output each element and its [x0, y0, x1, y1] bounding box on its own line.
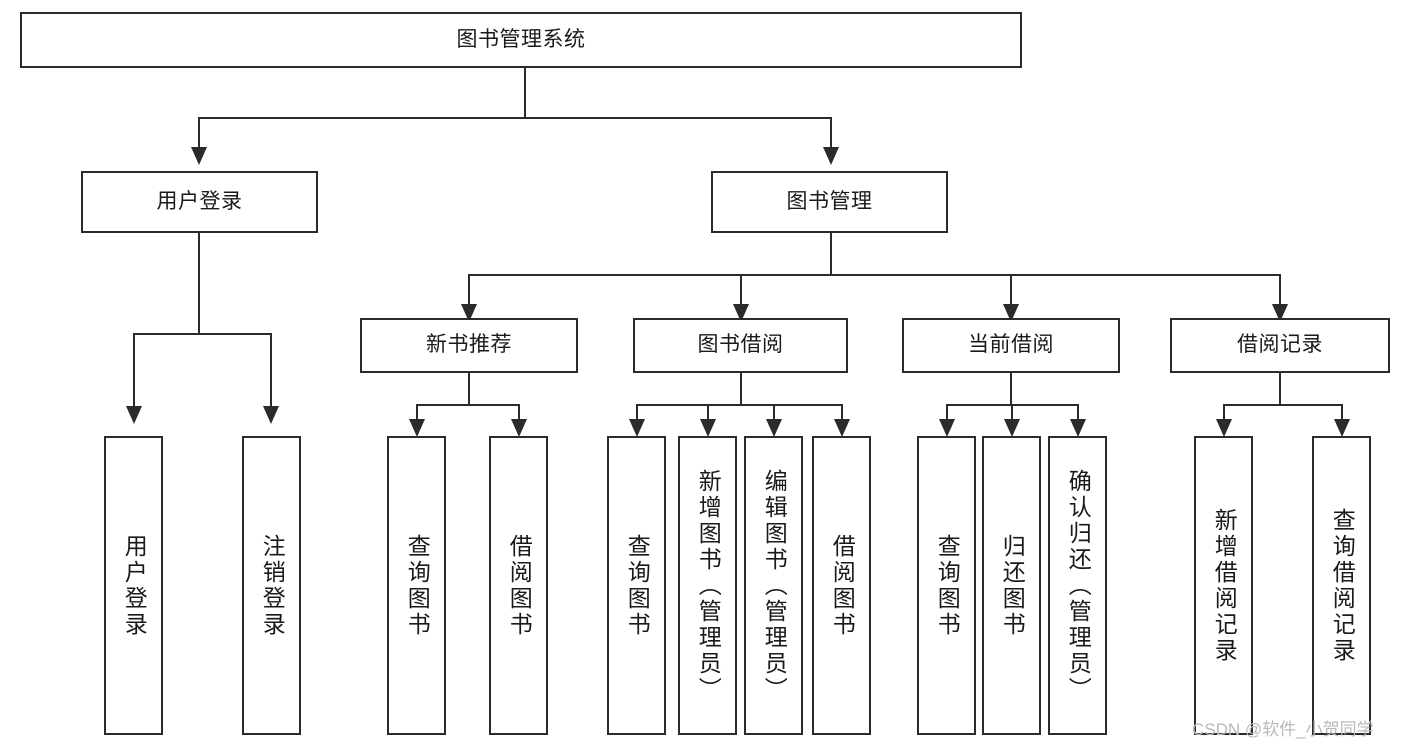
node-label: 新增借阅记录: [1211, 507, 1238, 664]
edge-bb-stem: [740, 373, 742, 405]
node-label: 借阅图书: [829, 533, 856, 638]
node-label: 查询图书: [404, 533, 431, 638]
arrow-to-leaf-add-book: [700, 419, 716, 437]
edge-bb-drop-2: [707, 404, 709, 426]
edge-br-bus: [1223, 404, 1342, 406]
edge-cb-drop-1: [946, 404, 948, 426]
node-label: 新增图书（管理员）: [695, 468, 722, 703]
edge-bm-drop-1: [468, 274, 470, 304]
arrow-to-leaf-edit-book: [766, 419, 782, 437]
arrow-to-leaf-borrow-book-2: [834, 419, 850, 437]
edge-bb-bus: [636, 404, 842, 406]
node-label: 图书管理系统: [456, 27, 586, 51]
arrow-to-leaf-confirm-return: [1070, 419, 1086, 437]
edge-bb-drop-3: [773, 404, 775, 426]
node-user-login[interactable]: 用户登录: [81, 171, 318, 233]
edge-nbr-bus: [416, 404, 520, 406]
node-label: 归还图书: [999, 533, 1026, 638]
edge-book-manage-bus: [468, 274, 1280, 276]
arrow-to-book-manage: [823, 147, 839, 165]
edge-br-stem: [1279, 373, 1281, 405]
arrow-to-leaf-user-login: [126, 406, 142, 424]
node-book-borrow[interactable]: 图书借阅: [633, 318, 848, 373]
edge-bm-drop-3: [1010, 274, 1012, 304]
edge-bb-drop-1: [636, 404, 638, 426]
leaf-query-book-2[interactable]: 查询图书: [607, 436, 666, 735]
edge-root-stem: [524, 68, 526, 118]
arrow-to-borrow-record: [1272, 304, 1288, 322]
arrow-to-leaf-add-record: [1216, 419, 1232, 437]
watermark-text: CSDN @软件_小贺同学: [1192, 720, 1374, 739]
edge-user-login-drop-1: [133, 333, 135, 406]
edge-user-login-bus: [133, 333, 271, 335]
edge-br-drop-2: [1341, 404, 1343, 426]
node-label: 新书推荐: [426, 333, 512, 357]
node-current-borrow[interactable]: 当前借阅: [902, 318, 1120, 373]
node-book-manage[interactable]: 图书管理: [711, 171, 948, 233]
node-label: 查询图书: [624, 533, 651, 638]
arrow-to-leaf-query-book-2: [629, 419, 645, 437]
edge-bb-drop-4: [841, 404, 843, 426]
node-label: 用户登录: [121, 533, 148, 638]
node-label: 借阅图书: [506, 533, 533, 638]
leaf-add-record[interactable]: 新增借阅记录: [1194, 436, 1253, 735]
edge-nbr-stem: [468, 373, 470, 405]
leaf-query-record[interactable]: 查询借阅记录: [1312, 436, 1371, 735]
node-label: 图书借阅: [697, 333, 784, 357]
leaf-return-book[interactable]: 归还图书: [982, 436, 1041, 735]
node-label: 注销登录: [259, 533, 286, 638]
arrow-to-current-borrow: [1003, 304, 1019, 322]
edge-root-bus: [198, 117, 832, 119]
node-label: 借阅记录: [1237, 333, 1323, 357]
leaf-query-book-1[interactable]: 查询图书: [387, 436, 446, 735]
node-label: 图书管理: [786, 189, 873, 213]
leaf-query-book-3[interactable]: 查询图书: [917, 436, 976, 735]
node-root-system[interactable]: 图书管理系统: [20, 12, 1022, 68]
edge-cb-drop-3: [1077, 404, 1079, 426]
edge-nbr-drop-2: [518, 404, 520, 426]
leaf-user-login[interactable]: 用户登录: [104, 436, 163, 735]
arrow-to-user-login: [191, 147, 207, 165]
node-label: 查询图书: [934, 533, 961, 638]
edge-root-to-user-login: [198, 117, 200, 147]
edge-br-drop-1: [1223, 404, 1225, 426]
node-label: 查询借阅记录: [1329, 507, 1356, 664]
arrow-to-leaf-return-book: [1004, 419, 1020, 437]
arrow-to-leaf-query-book-3: [939, 419, 955, 437]
arrow-to-leaf-borrow-book-1: [511, 419, 527, 437]
edge-cb-drop-2: [1011, 404, 1013, 426]
node-label: 当前借阅: [968, 333, 1054, 357]
edge-root-to-book-manage: [830, 117, 832, 147]
node-label: 确认归还（管理员）: [1065, 468, 1092, 703]
node-borrow-record[interactable]: 借阅记录: [1170, 318, 1390, 373]
leaf-borrow-book-2[interactable]: 借阅图书: [812, 436, 871, 735]
node-label: 编辑图书（管理员）: [761, 468, 788, 703]
leaf-edit-book[interactable]: 编辑图书（管理员）: [744, 436, 803, 735]
leaf-borrow-book-1[interactable]: 借阅图书: [489, 436, 548, 735]
node-label: 用户登录: [156, 189, 243, 213]
edge-cb-stem: [1010, 373, 1012, 405]
edge-user-login-drop-2: [270, 333, 272, 406]
edge-bm-drop-2: [740, 274, 742, 304]
arrow-to-leaf-query-record: [1334, 419, 1350, 437]
edge-bm-drop-4: [1279, 274, 1281, 304]
edge-nbr-drop-1: [416, 404, 418, 426]
arrow-to-new-book-recommend: [461, 304, 477, 322]
edge-book-manage-stem: [830, 233, 832, 275]
edge-user-login-stem: [198, 233, 200, 334]
arrow-to-leaf-logout-login: [263, 406, 279, 424]
leaf-logout-login[interactable]: 注销登录: [242, 436, 301, 735]
arrow-to-book-borrow: [733, 304, 749, 322]
node-new-book-recommend[interactable]: 新书推荐: [360, 318, 578, 373]
leaf-add-book[interactable]: 新增图书（管理员）: [678, 436, 737, 735]
leaf-confirm-return[interactable]: 确认归还（管理员）: [1048, 436, 1107, 735]
arrow-to-leaf-query-book-1: [409, 419, 425, 437]
